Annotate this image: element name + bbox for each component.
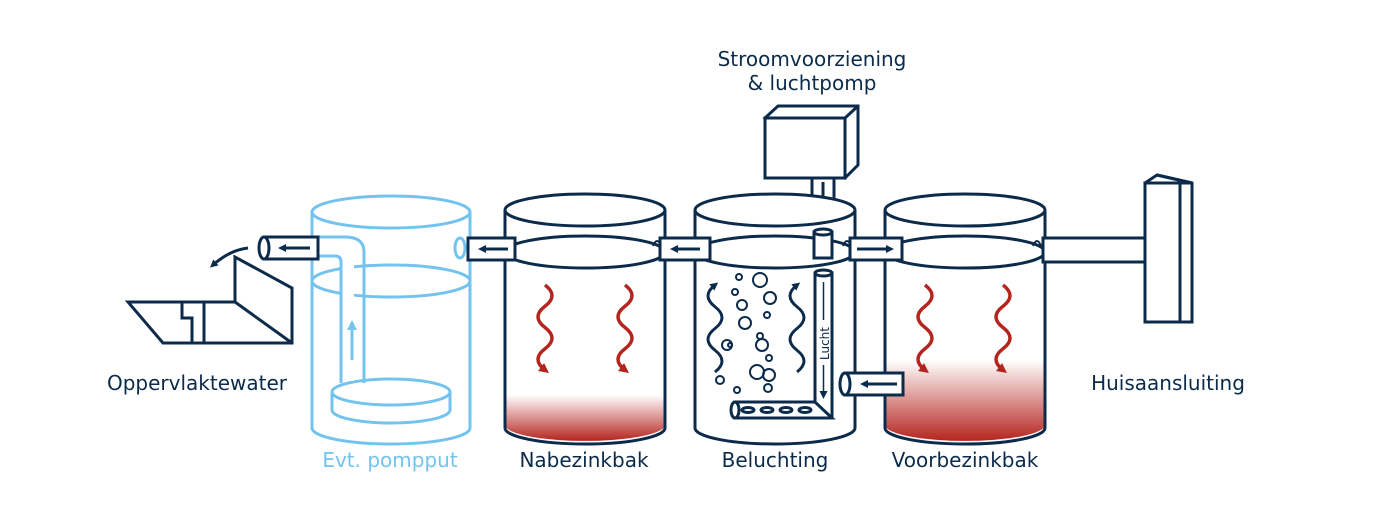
bubble — [752, 272, 768, 288]
bubble — [763, 383, 773, 393]
secondary-settling-tank — [503, 192, 667, 446]
pipe-voorbezink-to-beluchting — [848, 236, 904, 262]
bubble — [721, 339, 733, 351]
rising-air-arrow — [706, 282, 724, 374]
power-supply-title-line2: & luchtpomp — [748, 71, 877, 95]
house-wall-icon — [1143, 173, 1194, 324]
bubble — [762, 368, 776, 382]
sinking-sludge-arrow — [916, 283, 934, 374]
bubble — [731, 288, 739, 296]
bubble — [733, 386, 741, 394]
bubble — [715, 375, 725, 385]
sinking-sludge-arrow — [616, 283, 634, 374]
air-inlet-pipe — [838, 371, 905, 397]
sinking-sludge-arrow — [536, 283, 554, 374]
bubble — [763, 291, 777, 305]
pump-pit-tank — [310, 194, 472, 446]
label-secondary-settling: Nabezinkbak — [519, 448, 648, 472]
air-bubbles — [715, 272, 777, 394]
pipe-nabezink-to-pompput — [466, 236, 517, 262]
pipe-house-to-voorbezink — [1041, 236, 1155, 264]
bubble — [736, 299, 748, 311]
sludge-layer — [506, 395, 664, 441]
sludge-layer — [886, 360, 1044, 441]
bubble — [735, 273, 743, 281]
pipe-beluchting-to-nabezink — [658, 236, 712, 262]
power-supply-title-line1: Stroomvoorziening — [718, 47, 907, 71]
label-house-connection: Huisaansluiting — [1091, 371, 1245, 395]
outlet-pipe — [257, 235, 320, 261]
rising-air-arrow — [788, 282, 806, 374]
bubble — [763, 311, 771, 319]
aeration-internals: Lucht — [715, 227, 836, 420]
label-surface-water: Oppervlaktewater — [107, 371, 288, 395]
bubble — [738, 316, 752, 330]
air-pump-box — [762, 104, 860, 216]
sinking-sludge-arrow — [994, 283, 1012, 374]
label-primary-settling: Voorbezinkbak — [892, 448, 1039, 472]
bubble — [755, 338, 769, 352]
bubble — [765, 354, 773, 362]
surface-water-ditch-icon — [124, 246, 294, 345]
primary-settling-tank — [883, 192, 1047, 446]
label-air: Lucht — [818, 327, 832, 360]
label-aeration: Beluchting — [722, 448, 829, 472]
label-pump-pit: Evt. pompput — [322, 448, 458, 472]
